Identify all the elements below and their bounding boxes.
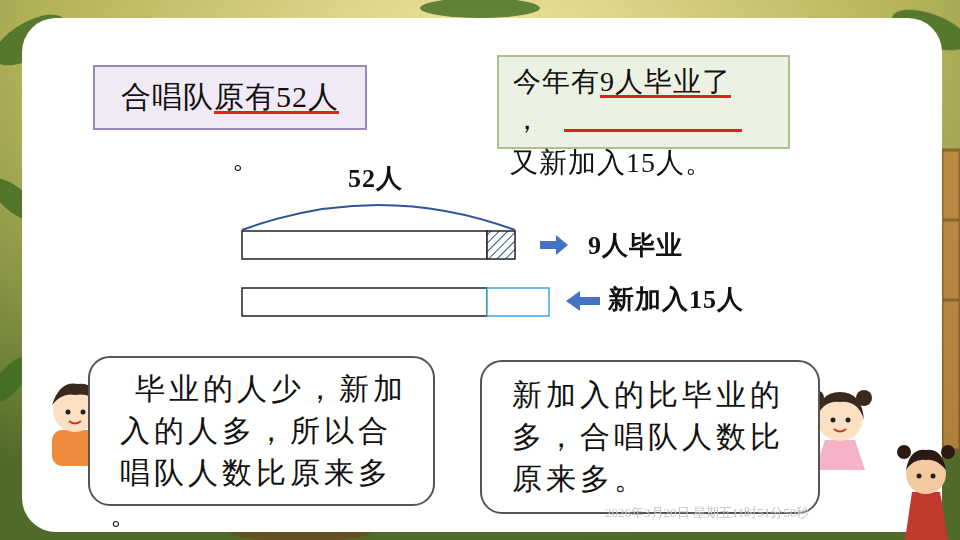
right-arrow bbox=[540, 235, 568, 255]
condition-box: 今年有9人毕业了， bbox=[497, 55, 790, 149]
condition-text: 又新加入15人。 bbox=[510, 146, 714, 180]
bar-label: 新加入15人 bbox=[608, 284, 744, 315]
condition-box: 合唱队原有52人 bbox=[93, 65, 367, 130]
bar-label: 9人毕业 bbox=[588, 230, 683, 261]
condition-text: 今年有9人毕业了 bbox=[513, 63, 774, 101]
condition-text: ， bbox=[513, 101, 774, 139]
speech-text: 新加入的比毕业的多，合唱队人数比原来多。 bbox=[512, 374, 788, 500]
total-brace bbox=[242, 205, 515, 230]
new-bar bbox=[242, 288, 487, 316]
white-panel bbox=[22, 18, 942, 532]
speech-bubble: 毕业的人少，新加入的人多，所以合唱队人数比原来多 bbox=[88, 356, 435, 506]
original-bar bbox=[242, 231, 487, 259]
punctuation: 。 bbox=[110, 498, 139, 532]
speech-text: 毕业的人少，新加入的人多，所以合唱队人数比原来多 bbox=[120, 368, 416, 494]
condition-text: 合唱队原有52人 bbox=[121, 77, 339, 118]
left-arrow bbox=[566, 291, 600, 311]
timestamp-watermark: 2026年3月20日 星期五11时51分50秒 bbox=[605, 505, 809, 521]
joined-part bbox=[487, 288, 549, 316]
total-label: 52人 bbox=[348, 163, 403, 194]
punctuation: 。 bbox=[232, 142, 261, 176]
wooden-grid bbox=[942, 150, 960, 450]
blank-line bbox=[564, 129, 742, 132]
cartoon-mascot bbox=[897, 445, 955, 540]
graduated-part bbox=[487, 231, 515, 259]
speech-bubble: 新加入的比毕业的多，合唱队人数比原来多。 bbox=[480, 360, 820, 514]
